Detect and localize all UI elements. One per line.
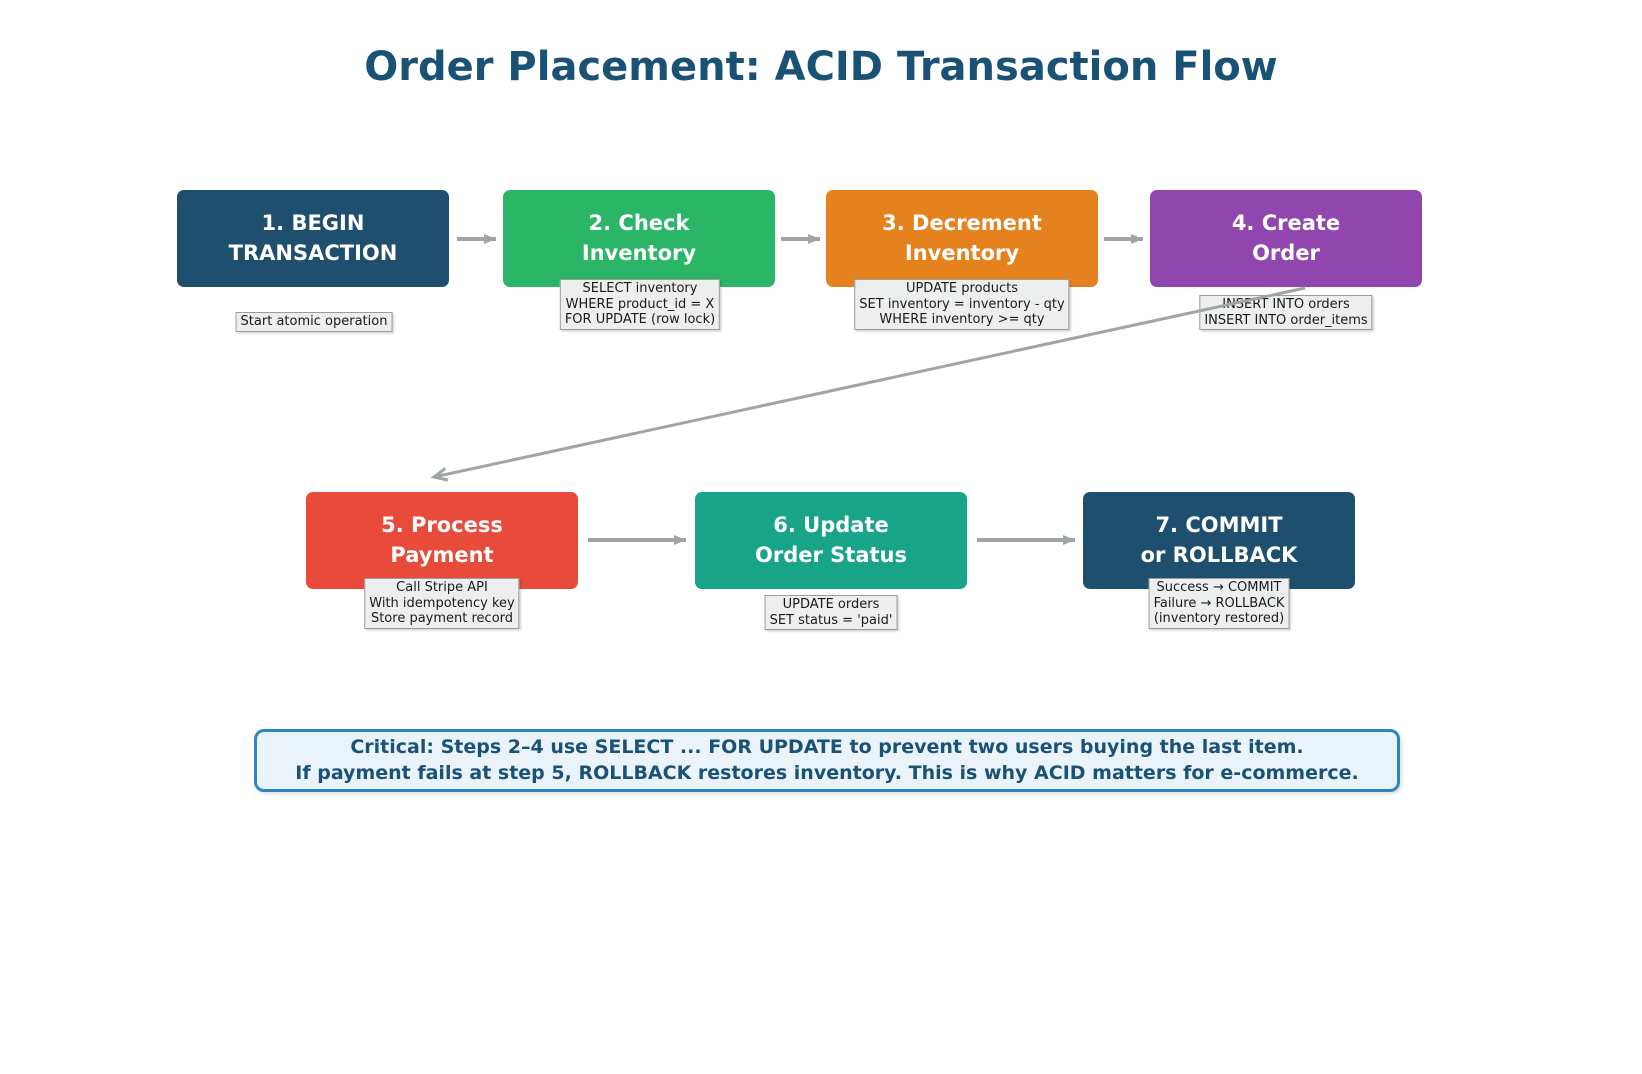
step-box-create-order: 4. Create Order xyxy=(1150,190,1422,287)
page-title: Order Placement: ACID Transaction Flow xyxy=(364,44,1278,90)
step-caption-check-inventory: SELECT inventory WHERE product_id = X FO… xyxy=(559,279,721,330)
step-caption-decrement-inventory: UPDATE products SET inventory = inventor… xyxy=(854,279,1070,330)
step-box-decrement-inventory: 3. Decrement Inventory xyxy=(826,190,1098,287)
step-label-commit-or-rollback: 7. COMMIT or ROLLBACK xyxy=(1140,512,1298,567)
step-caption-create-order: INSERT INTO orders INSERT INTO order_ite… xyxy=(1199,295,1373,331)
step-box-commit-or-rollback: 7. COMMIT or ROLLBACK xyxy=(1083,492,1355,589)
step-box-check-inventory: 2. Check Inventory xyxy=(503,190,775,287)
step-caption-update-order-status: UPDATE orders SET status = 'paid' xyxy=(764,595,898,631)
step-label-begin-transaction: 1. BEGIN TRANSACTION xyxy=(228,210,398,265)
step-label-create-order: 4. Create Order xyxy=(1231,210,1341,265)
step-box-begin-transaction: 1. BEGIN TRANSACTION xyxy=(177,190,449,287)
step-box-update-order-status: 6. Update Order Status xyxy=(695,492,967,589)
step-caption-process-payment: Call Stripe API With idempotency key Sto… xyxy=(364,578,520,629)
step-caption-begin-transaction: Start atomic operation xyxy=(235,312,393,332)
step-label-check-inventory: 2. Check Inventory xyxy=(581,210,697,265)
step-label-process-payment: 5. Process Payment xyxy=(381,512,503,567)
step-label-decrement-inventory: 3. Decrement Inventory xyxy=(882,210,1042,265)
step-label-update-order-status: 6. Update Order Status xyxy=(755,512,907,567)
critical-note-text: Critical: Steps 2–4 use SELECT ... FOR U… xyxy=(295,736,1359,784)
step-box-process-payment: 5. Process Payment xyxy=(306,492,578,589)
critical-note-box: Critical: Steps 2–4 use SELECT ... FOR U… xyxy=(254,729,1400,792)
step-caption-commit-or-rollback: Success → COMMIT Failure → ROLLBACK (inv… xyxy=(1148,578,1290,629)
